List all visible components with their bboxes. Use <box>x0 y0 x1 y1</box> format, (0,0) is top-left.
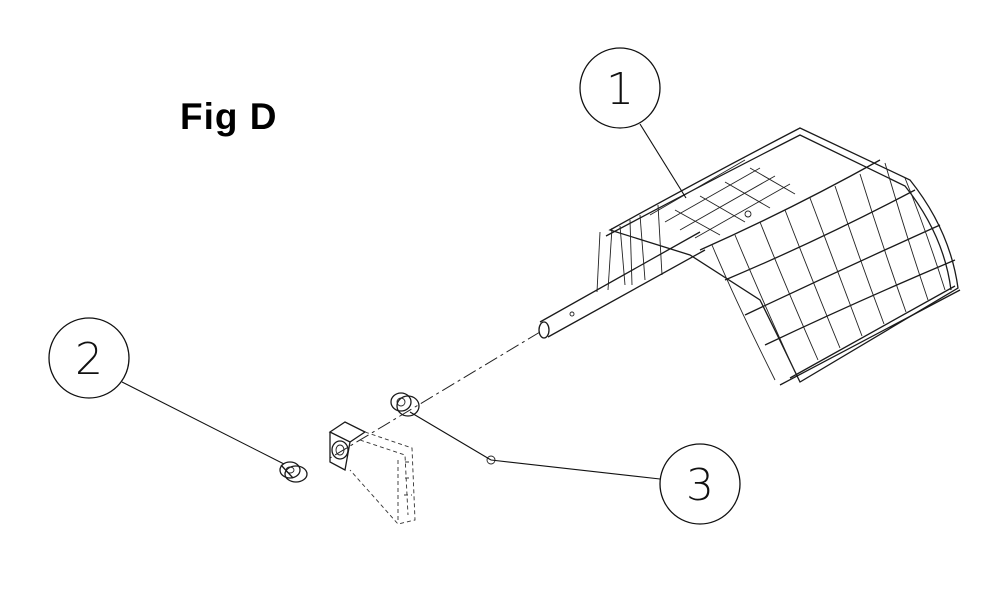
callout-2: 2 <box>48 317 130 399</box>
collar-part-left <box>279 461 308 483</box>
mounting-bracket <box>328 421 416 525</box>
leader-line-2 <box>121 381 285 465</box>
assembly-axis-line <box>329 331 541 459</box>
callout-1: 1 <box>579 47 661 129</box>
svg-text:3: 3 <box>686 460 714 511</box>
wire-guard-part <box>538 127 961 386</box>
figure-title: Fig D <box>180 96 278 137</box>
callout-3: 3 <box>659 443 741 525</box>
collar-part-right <box>390 392 496 465</box>
svg-text:1: 1 <box>606 64 634 115</box>
svg-text:2: 2 <box>75 334 103 385</box>
leader-line-3a <box>409 411 492 461</box>
leader-line-3b <box>490 459 661 480</box>
leader-line-1 <box>639 123 687 199</box>
